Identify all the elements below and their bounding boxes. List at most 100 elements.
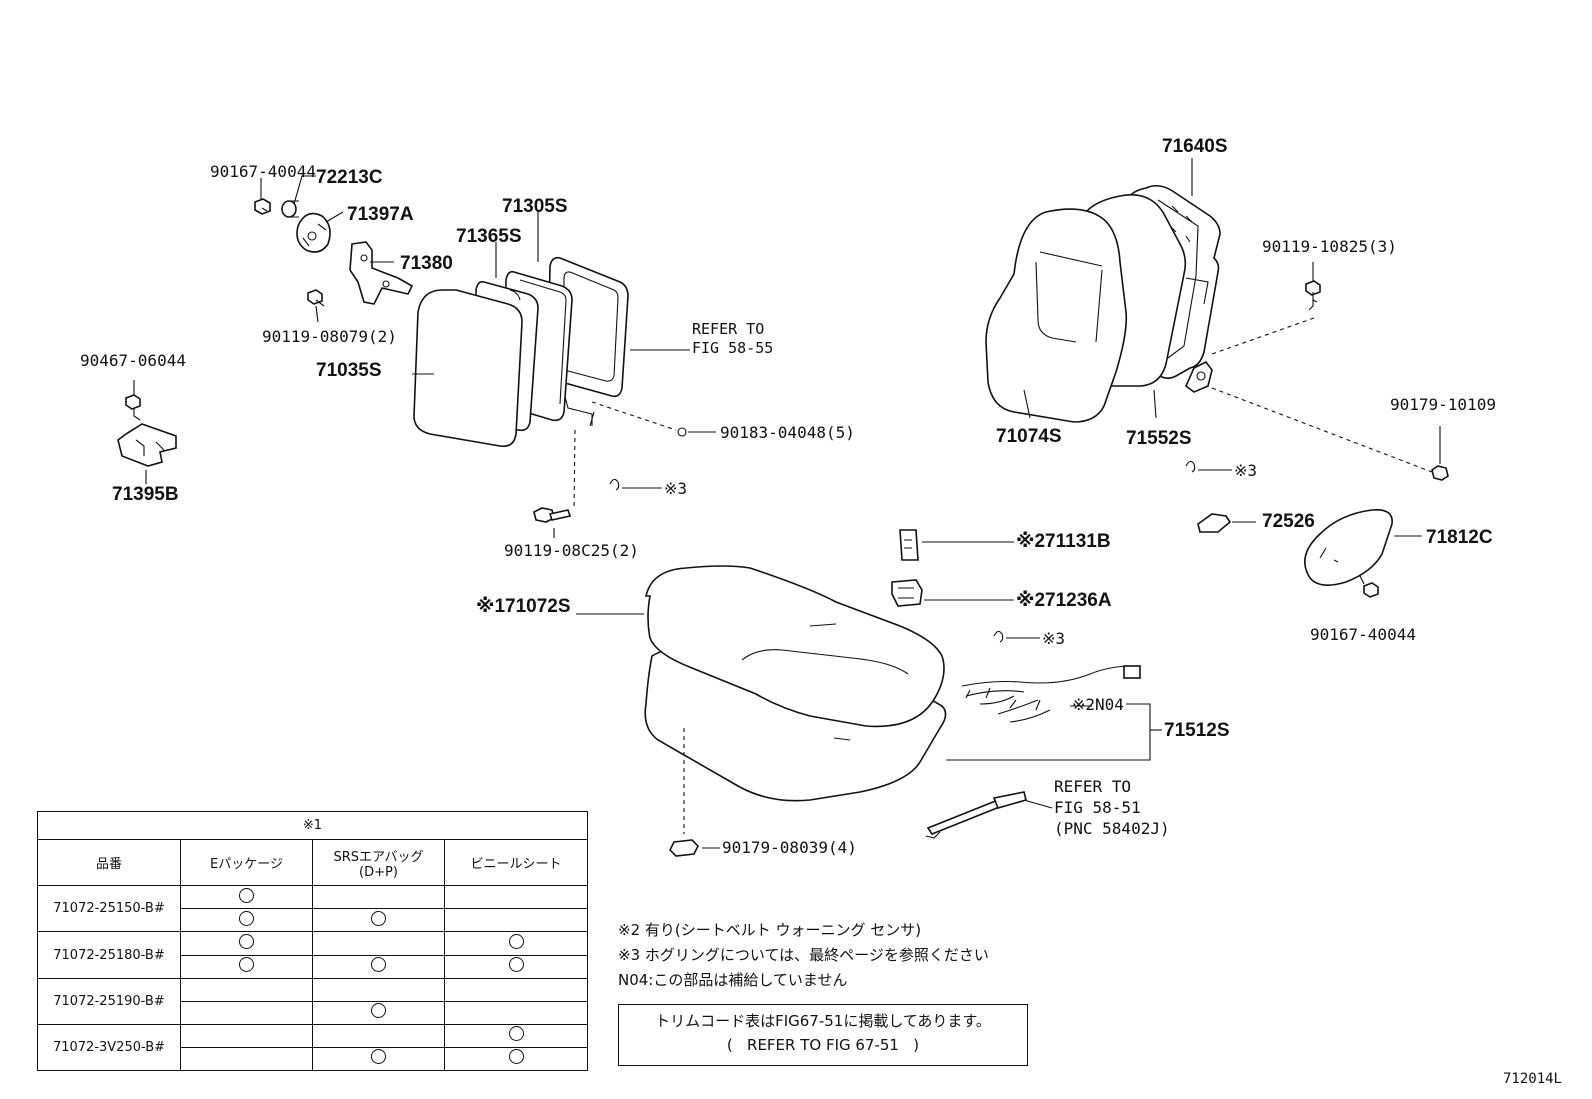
back-cushion-stack (412, 210, 690, 448)
circle-mark-icon (239, 910, 254, 926)
label-72526: 72526 (1262, 511, 1315, 532)
nut-90183 (677, 427, 687, 437)
seat-back-assembly (985, 158, 1221, 423)
wire-harness (961, 665, 1141, 723)
circle-mark-icon (239, 887, 254, 903)
hinge-cluster (254, 175, 414, 323)
label-71397A: 71397A (347, 204, 414, 225)
footnotes: ※2 有り(シートベルト ウォーニング センサ) ※3 ホグリングについては、最… (618, 918, 989, 993)
sensor-71131B (899, 529, 1014, 561)
hog-ring-b (1185, 460, 1196, 473)
header-e-package: Eパッケージ (180, 839, 313, 887)
option-cell (444, 1000, 588, 1025)
option-cell (180, 954, 313, 979)
option-cell (312, 977, 445, 1002)
label-71512S: 71512S (1164, 720, 1230, 741)
label-71640S: 71640S (1162, 136, 1228, 157)
table-row (38, 1046, 588, 1072)
label-refer-58-55-line1: REFER TO (692, 320, 764, 338)
option-cell (180, 977, 313, 1002)
label-71072S: ※171072S (476, 596, 571, 617)
circle-mark-icon (371, 957, 386, 973)
option-cell (312, 931, 445, 956)
circle-mark-icon (508, 957, 524, 973)
option-cell (180, 1046, 313, 1072)
option-cell (180, 1023, 313, 1048)
label-71552S: 71552S (1126, 428, 1192, 449)
part-number-cell: 71072-25180-B# (37, 931, 181, 979)
label-90183-04048: 90183-04048(5) (720, 423, 855, 442)
label-71236A: ※271236A (1016, 590, 1112, 611)
label-90467-06044: 90467-06044 (80, 351, 186, 370)
table-row (38, 1000, 588, 1025)
table-title: ※1 (37, 810, 588, 841)
note-3: ※3 ホグリングについては、最終ページを参照ください (618, 946, 989, 964)
hog-ring-c (993, 630, 1004, 643)
label-90167-40044-b: 90167-40044 (1310, 625, 1416, 644)
label-refer-58-51-line1: REFER TO (1054, 777, 1131, 796)
circle-mark-icon (371, 910, 386, 926)
header-part-number: 品番 (37, 839, 181, 887)
label-90119-08C25: 90119-08C25(2) (504, 541, 639, 560)
label-71380: 71380 (400, 253, 453, 274)
clip-90179-08039 (669, 839, 720, 857)
option-cell (444, 1023, 588, 1048)
label-71305S: 71305S (502, 196, 568, 217)
circle-mark-icon (508, 933, 524, 949)
option-cell (312, 1046, 445, 1072)
trim-code-note: トリムコード表はFIG67-51に掲載してあります。 ( REFER TO FI… (618, 1004, 1028, 1066)
option-cell (312, 954, 445, 979)
option-cell (180, 1000, 313, 1025)
part-number-cell: 71072-3V250-B# (37, 1023, 181, 1072)
note-2: ※2 有り(シートベルト ウォーニング センサ) (618, 921, 922, 939)
label-71074S: 71074S (996, 426, 1062, 447)
label-90167-40044-a: 90167-40044 (210, 162, 316, 181)
trim-code-note-line1: トリムコード表はFIG67-51に掲載してあります。 (655, 1012, 991, 1030)
label-90179-10109: 90179-10109 (1390, 395, 1496, 414)
dashed-leader-1 (591, 401, 677, 431)
option-cell (312, 1000, 445, 1025)
header-srs-airbag: SRSエアバッグ (D+P) (312, 839, 445, 887)
header-srs-airbag-line1: SRSエアバッグ (333, 849, 424, 865)
header-srs-airbag-line2: (D+P) (359, 864, 398, 880)
label-71395B: 71395B (112, 484, 179, 505)
option-cell (180, 931, 313, 956)
circle-mark-icon (508, 1026, 524, 1042)
part-72526 (1197, 513, 1256, 533)
rod-part (925, 791, 1053, 839)
table-row: 71072-25180-B# (37, 931, 588, 979)
label-refer-58-51-line2: FIG 58-51 (1054, 798, 1141, 817)
option-cell (444, 908, 588, 933)
circle-mark-icon (508, 1049, 524, 1065)
nut-90179-10109 (1431, 426, 1449, 481)
option-cell (312, 1023, 445, 1048)
label-refer-58-51-line3: (PNC 58402J) (1054, 819, 1170, 838)
options-table: ※1 品番 Eパッケージ SRSエアバッグ (D+P) ビニールシート 7107… (37, 810, 588, 1072)
label-N04: ※2N04 (1072, 695, 1124, 714)
option-cell (180, 908, 313, 933)
part-number-cell: 71072-25190-B# (37, 977, 181, 1025)
label-90119-08079: 90119-08079(2) (262, 327, 397, 346)
label-hog-ring-a: ※3 (664, 479, 687, 498)
label-71035S: 71035S (316, 360, 382, 381)
label-72213C: 72213C (316, 167, 383, 188)
table-row: 71072-25150-B# (37, 885, 588, 933)
table-row (38, 908, 588, 933)
option-cell (444, 954, 588, 979)
circle-mark-icon (239, 957, 254, 973)
circle-mark-icon (371, 1003, 386, 1019)
option-cell (312, 885, 445, 910)
seat-cushion-assembly (576, 565, 1162, 802)
option-cell (444, 931, 588, 956)
label-71812C: 71812C (1426, 527, 1493, 548)
option-cell (444, 885, 588, 910)
buckle-71236A (891, 579, 1014, 607)
label-refer-58-55-line2: FIG 58-55 (692, 339, 773, 357)
label-hog-ring-c: ※3 (1042, 629, 1065, 648)
cover-71812C (1304, 508, 1422, 598)
option-cell (444, 1046, 588, 1072)
table-row: 71072-25190-B# (37, 977, 588, 1025)
table-row: 71072-3V250-B# (37, 1023, 588, 1072)
option-cell (180, 885, 313, 910)
